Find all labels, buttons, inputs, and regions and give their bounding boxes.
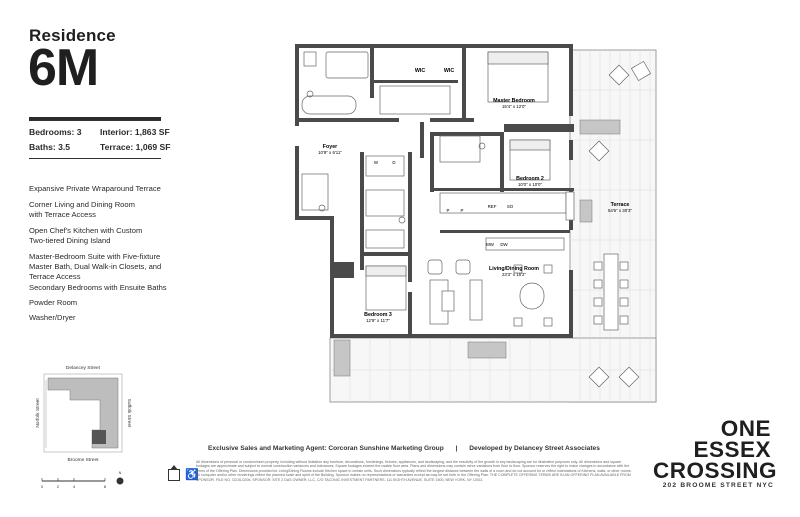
scale-label: 4 — [73, 484, 76, 489]
feature-item: Washer/Dryer — [29, 313, 76, 322]
fixtures — [301, 51, 567, 251]
beds — [365, 51, 551, 311]
scale-label: 0 — [41, 484, 44, 489]
divider — [29, 158, 161, 159]
appliance-label-ref: REF — [488, 204, 497, 209]
brand-line: CROSSING — [653, 458, 778, 483]
walls — [295, 44, 574, 338]
legal-disclaimer: All dimensions of personal or condominiu… — [196, 460, 632, 482]
street-west: Norfolk Street — [35, 398, 41, 428]
floor-plan: WIC WIC Master Bedroom 15'4" x 12'0" Bed… — [295, 44, 657, 403]
agent-credits: Exclusive Sales and Marketing Agent: Cor… — [208, 445, 600, 452]
room-label-bedroom-3: Bedroom 3 — [364, 312, 392, 318]
terrace-area: Terrace: 1,069 SF — [100, 142, 171, 152]
room-label-master-bedroom: Master Bedroom — [493, 98, 535, 104]
sales-agent: Exclusive Sales and Marketing Agent: Cor… — [208, 445, 444, 452]
unit-highlight — [92, 430, 106, 444]
brand-address: 202 BROOME STREET NYC — [662, 482, 774, 489]
brand-line: ESSEX — [693, 437, 771, 462]
divider — [29, 117, 161, 120]
brand-line: ONE — [720, 416, 771, 441]
feature-item: Master-Bedroom Suite with Five-fixture M… — [29, 252, 162, 281]
feature-item: Secondary Bedrooms with Ensuite Baths — [29, 283, 167, 292]
residence-label: Residence — [29, 26, 116, 45]
room-dims-master-bedroom: 15'4" x 12'0" — [502, 104, 527, 109]
terrace-furniture — [565, 60, 652, 388]
room-label-bedroom-2: Bedroom 2 — [516, 176, 544, 182]
room-label-living: Living/Dining Room — [489, 266, 539, 272]
appliance-label-dryer: D — [392, 160, 395, 165]
baths-count: Baths: 3.5 — [29, 142, 71, 152]
appliance-label-dw: DW — [500, 242, 508, 247]
accessibility-icon: ♿ — [185, 469, 199, 481]
room-dims-terrace: 54'6" x 30'3" — [608, 208, 633, 213]
appliance-label-washer: W — [374, 160, 379, 165]
room-label-wic: WIC — [415, 68, 425, 74]
north-label: N — [119, 471, 122, 475]
developer: Developed by Delancey Street Associates — [469, 445, 600, 452]
feature-item: Open Chef's Kitchen with Custom Two-tier… — [29, 226, 143, 245]
street-east: Suffolk Street — [126, 399, 132, 428]
room-dims-bedroom-2: 10'0" x 10'0" — [518, 182, 543, 187]
appliance-label-mw: MW — [486, 242, 495, 247]
appliance-label-p: P — [447, 208, 450, 213]
brand-logo: ONE ESSEX CROSSING — [653, 416, 778, 483]
equal-housing-icon — [168, 465, 180, 481]
street-south: Broome Street — [68, 457, 100, 463]
planters — [333, 119, 621, 377]
unit-number: 6M — [28, 39, 99, 97]
key-plan: Delancey Street Broome Street Norfolk St… — [35, 365, 132, 489]
interior-area: Interior: 1,863 SF — [100, 127, 170, 137]
bedrooms-count: Bedrooms: 3 — [29, 127, 82, 137]
appliance-label-p: P — [461, 208, 464, 213]
street-north: Delancey Street — [66, 365, 101, 371]
room-dims-living: 23'3" x 16'2" — [502, 272, 527, 277]
scale-label: 8 — [104, 484, 107, 489]
room-dims-bedroom-3: 12'9" x 11'7" — [366, 318, 390, 323]
feature-item: Powder Room — [29, 298, 78, 307]
room-label-foyer: Foyer — [323, 144, 337, 150]
feature-item: Corner Living and Dining Room with Terra… — [29, 200, 135, 219]
appliance-label-so: SO — [507, 204, 514, 209]
credit-separator: | — [455, 445, 458, 452]
feature-item: Expansive Private Wraparound Terrace — [29, 184, 161, 193]
divider — [29, 120, 161, 121]
room-label-wic: WIC — [444, 68, 454, 74]
north-arrow-icon — [116, 477, 124, 485]
living-furniture — [427, 259, 553, 327]
scale-label: 2 — [57, 484, 60, 489]
room-dims-foyer: 10'9" x 6'11" — [318, 150, 342, 155]
room-label-terrace: Terrace — [611, 202, 630, 208]
